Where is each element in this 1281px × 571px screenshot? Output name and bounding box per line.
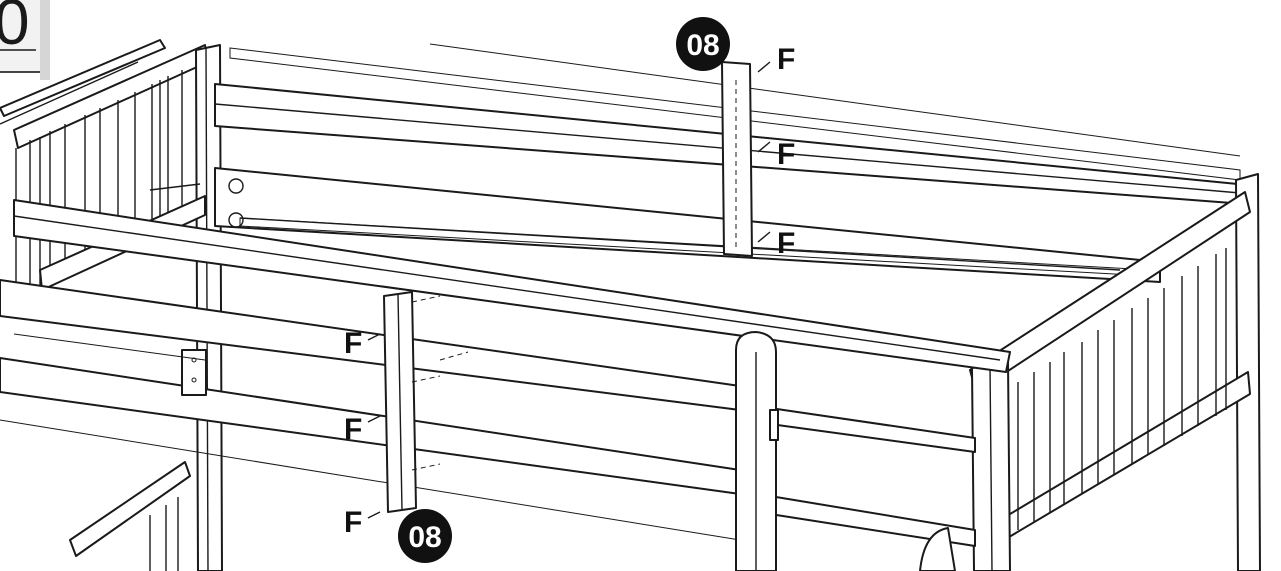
step-number-text: 0 — [0, 0, 30, 58]
lower-bunk-frame — [13, 333, 207, 571]
screw-label-top-1: F — [777, 43, 795, 76]
screw-arrows — [367, 61, 771, 519]
brace-08-top — [721, 61, 753, 257]
badge-08-top-label: 08 — [686, 29, 719, 62]
badge-08-bottom: 08 — [398, 509, 452, 563]
screw-label-front-3: F — [344, 506, 362, 539]
brace-08-front — [383, 291, 469, 513]
badge-08-bottom-label: 08 — [408, 521, 441, 554]
screw-label-top-2: F — [777, 138, 795, 171]
badge-08-bottom-circle — [398, 509, 452, 563]
badge-08-top-circle — [676, 17, 730, 71]
step-number-box: 0 — [0, 0, 50, 80]
badge-08-top: 08 — [676, 17, 730, 71]
right-end-frame — [969, 173, 1261, 571]
screw-label-front-1: F — [344, 327, 362, 360]
screw-label-front-2: F — [344, 413, 362, 446]
screw-label-top-3: F — [777, 227, 795, 260]
ladder-post — [735, 331, 956, 571]
